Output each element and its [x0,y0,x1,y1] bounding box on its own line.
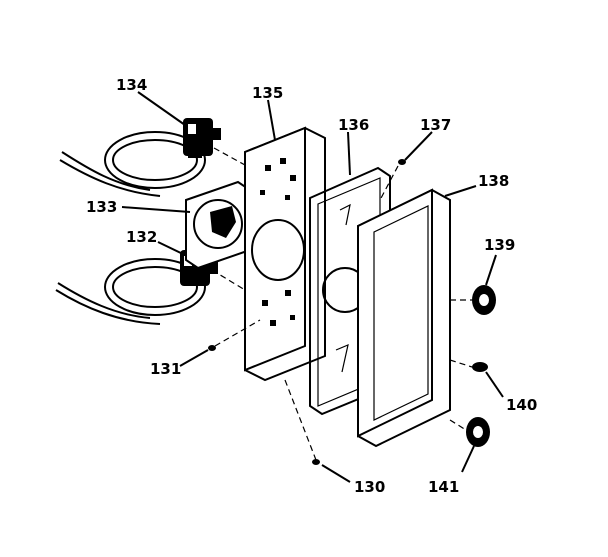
lower-wire-coil [55,258,206,325]
timer [185,180,251,270]
upper-wire-coil [59,131,206,197]
control-panel [244,126,326,382]
label-139: 139 [484,236,515,254]
label-140: 140 [506,396,537,414]
label-134: 134 [116,76,147,94]
label-141: 141 [428,478,459,496]
label-133: 133 [86,198,117,216]
panel-frame [357,188,451,448]
label-136: 136 [338,116,369,134]
assembly-lines [211,147,473,461]
knob-141 [466,417,490,447]
knob-139 [472,285,496,315]
label-132: 132 [126,228,157,246]
screw-130 [312,459,320,465]
label-138: 138 [478,172,509,190]
label-131: 131 [150,360,181,378]
label-130: 130 [354,478,385,496]
label-137: 137 [420,116,451,134]
spring-140 [472,362,488,372]
leader-lines [121,91,504,483]
screw-131 [208,345,216,351]
upper-switch [183,118,221,158]
label-135: 135 [252,84,283,102]
screw-137 [398,159,406,165]
